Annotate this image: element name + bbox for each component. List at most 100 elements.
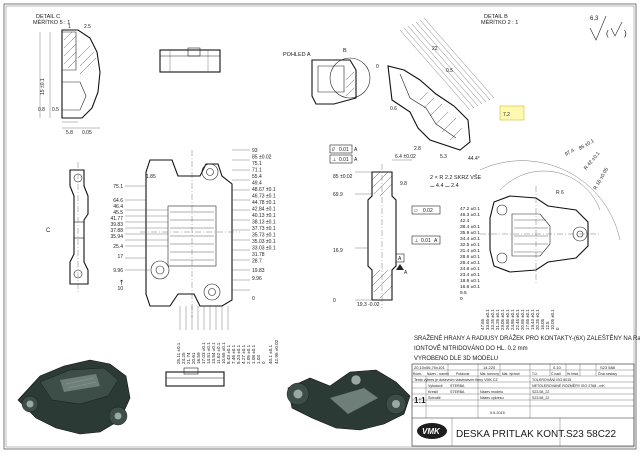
dim-col-11: 38.13 ±0.1 bbox=[252, 220, 276, 226]
right-dimension-column: 47.2 ±0.1 46.3 ±0.1 42.4 38.4 ±0.1 35.9 … bbox=[460, 206, 480, 302]
tb-h-2: Polotovar bbox=[456, 372, 470, 376]
dim-left-996: 9.96 bbox=[113, 268, 123, 274]
dim-bot-15: 1.08 ±0.1 bbox=[251, 344, 256, 364]
view-a: POHLED A B bbox=[283, 48, 371, 105]
svg-text:(: ( bbox=[606, 29, 609, 38]
gdt-frame-4 bbox=[411, 235, 441, 245]
rdim-11: 23.4 ±0.1 bbox=[460, 272, 480, 278]
svg-text:⊥: ⊥ bbox=[414, 238, 418, 244]
dim-col-19: 9.96 bbox=[252, 276, 262, 282]
tb-h-3: Mat. konecny bbox=[480, 372, 499, 376]
dim-col-20: 0 bbox=[252, 296, 255, 302]
title-block: 20,10x56,70x101 14.220 0.10 S23 588 Rozm… bbox=[411, 363, 635, 447]
gdt-tol-3: 0.02 bbox=[423, 208, 433, 214]
render-3d-top bbox=[17, 359, 131, 435]
dim-left-185: 1.85 bbox=[146, 174, 156, 180]
gdt-tol-1: 0.01 bbox=[339, 147, 349, 153]
svg-text:↗: ↗ bbox=[117, 278, 126, 287]
right-note-1: 2 × R 2.2 SKRZ VŠE bbox=[430, 174, 482, 181]
rbdim-3: 31.25 ±0.1 bbox=[495, 309, 500, 330]
dim-bot-6: 14.81 ±0.1 bbox=[206, 342, 211, 364]
dim-col-17: 28.7 bbox=[252, 259, 262, 265]
dim-col-1: 85 ±0.02 bbox=[252, 155, 272, 161]
dim-left-3788: 37.88 bbox=[110, 228, 123, 234]
datum-a-label: A bbox=[398, 256, 402, 262]
detail-b-title: DETAIL B bbox=[484, 14, 508, 20]
tb-row1-4: 0.10 bbox=[553, 365, 562, 370]
dim-col-10: 40.13 ±0.1 bbox=[252, 213, 276, 219]
tb-h-5: T.Ú. bbox=[532, 371, 538, 376]
tb-part-number: S23 58C22 bbox=[566, 429, 616, 440]
roughness-value: 6,3 bbox=[590, 16, 599, 22]
rdim-12: 18.9 ±0.1 bbox=[460, 278, 480, 284]
dim-col-2: 75.1 bbox=[252, 161, 262, 167]
sec-dim-98: 9.8 bbox=[400, 181, 407, 187]
dim-bot-5: 17.03 ±0.1 bbox=[201, 342, 206, 364]
dim-left-17: 17 bbox=[117, 254, 123, 260]
dim-col-18: 19.83 bbox=[252, 268, 265, 274]
tb-name-1: STERBA bbox=[450, 390, 465, 394]
detail-c-dim-58: 5.8 bbox=[66, 130, 73, 136]
dim-bot-11: 7.46 ±0.1 bbox=[231, 344, 236, 364]
bottom-small-view bbox=[165, 367, 225, 387]
tb-model-label: Název modelu bbox=[480, 390, 503, 394]
detail-b-dim-22: 22 bbox=[432, 46, 438, 52]
detail-b-highlight bbox=[499, 105, 525, 121]
tb-row1-2: 14.220 bbox=[483, 365, 496, 370]
dim-col-5: 49.4 bbox=[252, 181, 262, 187]
dim-col-12: 37.73 ±0.1 bbox=[252, 226, 276, 232]
tag-c: C bbox=[46, 228, 51, 234]
dim-col-4: 55.4 bbox=[252, 174, 262, 180]
rbdim-13: 12.5 bbox=[545, 321, 550, 330]
rdim-1: 46.3 ±0.1 bbox=[460, 212, 480, 218]
tb-row1-0: 20,10x56,70x101 bbox=[414, 365, 445, 370]
gdt-ref-1: A bbox=[354, 147, 358, 153]
dim-col-9: 42.84 ±0.1 bbox=[252, 207, 276, 213]
rdim-14: 9.5 bbox=[460, 290, 467, 296]
tb-h-4: Mat. výchozí bbox=[502, 372, 520, 376]
sec-dim-0: 0 bbox=[333, 298, 336, 304]
detail-b-scale: MĚŘÍTKO 2 : 1 bbox=[481, 18, 518, 26]
right-angle: 44.4° bbox=[468, 156, 480, 162]
rdim-15: 0 bbox=[460, 296, 463, 302]
rdim-0: 47.2 ±0.1 bbox=[460, 206, 480, 212]
detail-c-dim-1: 1 bbox=[68, 24, 71, 30]
rdim-13: 16.6 ±0.1 bbox=[460, 284, 480, 290]
dim-bot-10: 8.43 ±0.1 bbox=[226, 344, 231, 364]
tb-drawing-value: S23.58_22 bbox=[532, 396, 549, 400]
rbdim-8: 20.65 ±0.1 bbox=[520, 309, 525, 330]
rdim-10: 24.6 ±0.1 bbox=[460, 266, 480, 272]
tb-h-8: Číslo sestavy bbox=[598, 371, 617, 376]
rbdim-7: 22.45 ±0.1 bbox=[515, 309, 520, 330]
detail-b-dim-72: 7.2 bbox=[503, 112, 510, 118]
rbdim-4: 29.05 ±0.1 bbox=[500, 309, 505, 330]
rbdim-0: 47.65 bbox=[480, 318, 485, 330]
dim-bot-1: 24.25 bbox=[181, 352, 186, 364]
sec-dim-699: 69.9 bbox=[333, 192, 343, 198]
tb-part-title: DESKA PRITLAK KONT. bbox=[456, 429, 566, 440]
tb-h-0: Rozm. bbox=[413, 372, 422, 376]
dim-bot-4: 16.59 bbox=[196, 352, 201, 364]
dim-bot-14: 2.05 ±0.1 bbox=[246, 344, 251, 364]
dim-left-10: 10 bbox=[117, 286, 123, 292]
dim-col-3: 71.1 bbox=[252, 168, 262, 174]
svg-text:⊥: ⊥ bbox=[332, 157, 336, 163]
dim-col-14: 35.03 ±0.1 bbox=[252, 239, 276, 245]
rbdim-2: 33.25 ±0.1 bbox=[490, 309, 495, 330]
tb-name-0: STERBA bbox=[450, 384, 465, 388]
dim-col-7: 46.73 ±0.1 bbox=[252, 194, 276, 200]
dim-left-3594: 35.94 bbox=[110, 234, 123, 240]
dim-bot-0: 25.11 ±0.1 bbox=[176, 342, 181, 364]
left-side-view: C bbox=[46, 162, 89, 292]
sec-dim-169: 16.9 bbox=[333, 248, 343, 254]
tb-row1-6: S23 588 bbox=[600, 365, 616, 370]
tb-copyright: Tento výkres je duševním vlastnictvím fi… bbox=[414, 378, 498, 382]
view-a-title: POHLED A bbox=[283, 52, 311, 58]
note-line-3: VYROBENO DLE 3D MODELU bbox=[414, 356, 498, 362]
detail-c-dim-08: 0.8 bbox=[38, 107, 45, 113]
gdt-ref-2: A bbox=[354, 157, 358, 163]
detail-b-dim-05: 0.5 bbox=[446, 68, 453, 74]
dim-col-16: 31.78 bbox=[252, 252, 265, 258]
detail-b-dim-0: 0 bbox=[376, 64, 379, 70]
detail-c-dim-top: 2.5 bbox=[84, 24, 91, 30]
